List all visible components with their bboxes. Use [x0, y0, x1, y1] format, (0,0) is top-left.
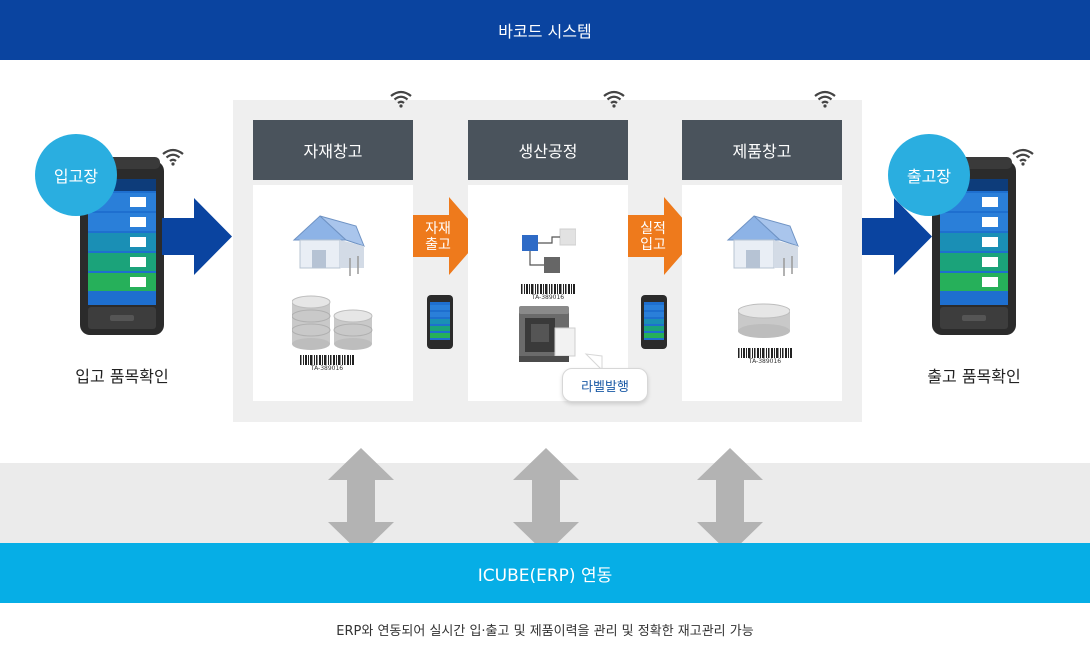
flow-arrow-orange: [628, 197, 698, 275]
bidirectional-arrow: [513, 448, 579, 554]
wifi-icon: [603, 90, 625, 108]
wifi-icon: [162, 148, 184, 166]
label-issue-bubble: 라벨발행: [562, 368, 648, 402]
handheld-scanner-icon: [932, 157, 1016, 335]
warehouse-icon: [726, 215, 799, 276]
flow-label-line: 실적: [640, 221, 666, 237]
flow-label-line: 입고: [640, 237, 666, 253]
flow-arrow-right: [862, 198, 932, 275]
flow-arrow-orange: [413, 197, 483, 275]
system-title: 바코드 시스템: [498, 22, 592, 41]
phone-icon: [427, 295, 453, 349]
flow-arrow-right: [162, 198, 232, 275]
bidirectional-arrow: [328, 448, 394, 554]
footer-description: ERP와 연동되어 실시간 입·출고 및 제품이력을 관리 및 정확한 재고관리…: [336, 624, 754, 639]
station-title: 자재창고: [303, 142, 363, 161]
system-title-bar: 바코드 시스템: [0, 0, 1090, 60]
material-out-label: 자재 출고: [413, 221, 463, 253]
label-issue-text: 라벨발행: [581, 379, 629, 395]
warehouse-icon: [292, 215, 365, 276]
wifi-icon: [390, 90, 412, 108]
inbound-badge: 입고장: [35, 134, 117, 216]
database-icon: [292, 295, 373, 350]
phone-icon: [641, 295, 667, 349]
station-title: 생산공정: [518, 142, 578, 161]
barcode-label: TA-389016: [310, 365, 344, 372]
inbound-badge-label: 입고장: [53, 167, 99, 186]
bubble-tail: [584, 353, 603, 372]
outbound-badge: 출고장: [888, 134, 970, 216]
erp-title: ICUBE(ERP) 연동: [477, 565, 613, 586]
station-head-production: 생산공정: [468, 120, 628, 180]
barcode-icon: [738, 348, 792, 358]
actual-in-label: 실적 입고: [628, 221, 678, 253]
barcode-icon: [521, 284, 575, 294]
flow-label-line: 출고: [425, 237, 451, 253]
barcode-label: TA-389016: [531, 294, 565, 301]
barcode-icon: [300, 355, 354, 365]
station-title: 제품창고: [732, 142, 792, 161]
outbound-caption: 출고 품목확인: [927, 367, 1021, 386]
bidirectional-arrow: [697, 448, 763, 554]
outbound-badge-label: 출고장: [906, 167, 952, 186]
workflow-icon: [522, 228, 576, 273]
inbound-caption: 입고 품목확인: [75, 367, 169, 386]
station-head-material-warehouse: 자재창고: [253, 120, 413, 180]
label-printer-icon: [519, 306, 576, 362]
flow-label-line: 자재: [425, 221, 451, 237]
wifi-icon: [1012, 148, 1034, 166]
wifi-icon: [814, 90, 836, 108]
barcode-label: TA-389016: [748, 358, 782, 365]
database-icon: [738, 303, 790, 338]
station-head-product-warehouse: 제품창고: [682, 120, 842, 180]
erp-bar: ICUBE(ERP) 연동: [0, 543, 1090, 603]
